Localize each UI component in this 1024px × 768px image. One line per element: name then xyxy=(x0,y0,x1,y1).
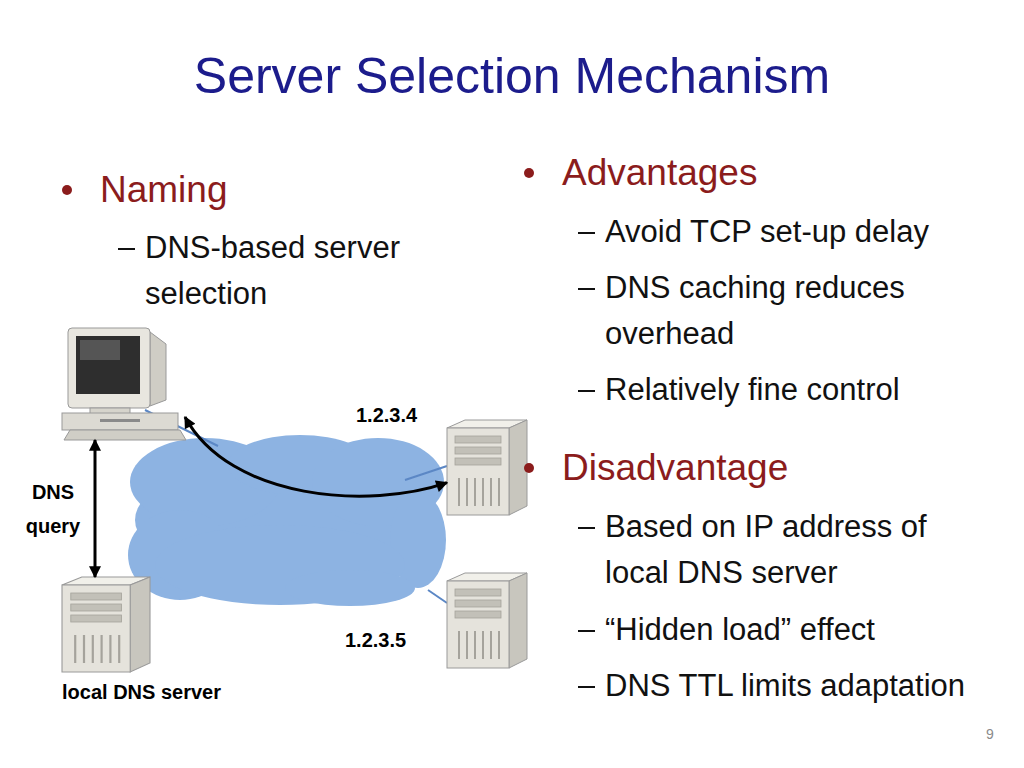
bullet-point: Based on IP address of local DNS server xyxy=(605,504,995,596)
server-tower xyxy=(62,577,150,672)
bullet-point: Avoid TCP set-up delay xyxy=(605,209,995,255)
bullet-heading: Naming xyxy=(100,168,430,212)
bullet-dash xyxy=(578,232,595,234)
slide-title: Server Selection Mechanism xyxy=(0,46,1024,106)
server-node: 1.2.3.5 xyxy=(447,573,527,668)
bullet-dash xyxy=(578,630,595,632)
edge-label: DNS query xyxy=(13,475,93,543)
bullet-point: Relatively fine control xyxy=(605,367,995,413)
bullet-dash xyxy=(578,288,595,290)
page-number: 9 xyxy=(986,726,1016,742)
bullet-dot xyxy=(524,463,534,473)
bullet-heading: Disadvantage xyxy=(562,446,1002,490)
server-tower xyxy=(447,573,527,668)
server-tower xyxy=(447,420,527,515)
access-links xyxy=(145,410,447,603)
client-computer-node xyxy=(60,325,185,440)
node-label: 1.2.3.4 xyxy=(356,403,417,427)
bullet-dot xyxy=(524,168,534,178)
bullet-dash xyxy=(578,527,595,529)
bullet-dash xyxy=(578,686,595,688)
connector-arrow xyxy=(94,440,97,577)
bullet-point: DNS caching reduces overhead xyxy=(605,265,995,357)
bullet-point: “Hidden load” effect xyxy=(605,607,995,653)
bullet-dash xyxy=(578,390,595,392)
bullet-dot xyxy=(62,185,72,195)
node-label: 1.2.3.5 xyxy=(345,628,406,652)
bullet-point: DNS TTL limits adaptation xyxy=(605,663,1005,709)
node-label: local DNS server xyxy=(62,680,221,704)
server-node: 1.2.3.4 xyxy=(447,420,527,515)
dns-server-node: local DNS server xyxy=(62,577,150,672)
network-cloud xyxy=(128,435,446,606)
connector-arrow xyxy=(185,417,447,496)
bullet-heading: Advantages xyxy=(562,151,1002,195)
bullet-point: DNS-based server selection xyxy=(145,225,435,317)
bullet-dash xyxy=(118,248,135,250)
client-computer xyxy=(62,328,186,440)
